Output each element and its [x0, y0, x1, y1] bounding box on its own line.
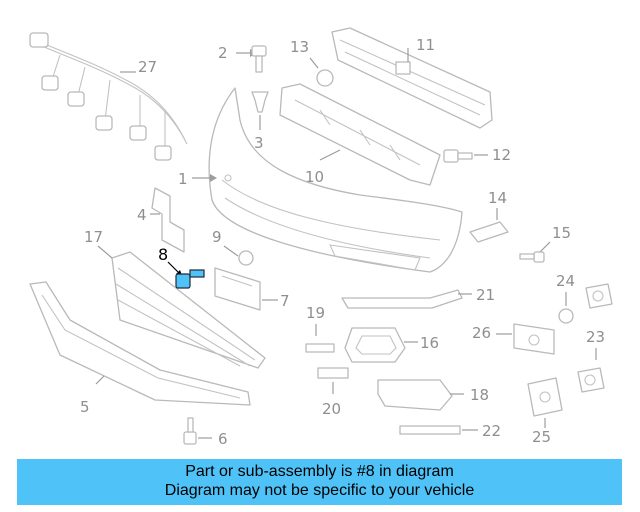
part-8-bolt-highlighted[interactable]: 8 — [158, 245, 205, 289]
part-10-air-guide[interactable]: 10 — [279, 83, 441, 186]
callout-26: 26 — [472, 324, 491, 342]
callout-6: 6 — [218, 430, 228, 448]
callout-12: 12 — [492, 146, 511, 164]
callout-11: 11 — [416, 36, 435, 54]
callout-5: 5 — [80, 398, 90, 416]
part-23-parking-sensor[interactable]: 23 — [577, 283, 613, 393]
part-18-trim[interactable]: 18 — [377, 379, 489, 411]
callout-27: 27 — [138, 58, 157, 76]
part-9-clip[interactable]: 9 — [212, 228, 254, 266]
callout-7: 7 — [280, 292, 290, 310]
callout-8: 8 — [158, 245, 168, 264]
callout-16: 16 — [420, 334, 439, 352]
part-6-bolt[interactable]: 6 — [183, 417, 228, 448]
part-19-mount[interactable]: 19 — [305, 304, 335, 353]
part-15-bolt[interactable]: 15 — [519, 224, 571, 263]
callout-25: 25 — [532, 428, 551, 446]
callout-18: 18 — [470, 386, 489, 404]
parts-diagram: 27 2 3 13 11 10 12 — [29, 27, 613, 448]
info-banner: Part or sub-assembly is #8 in diagram Di… — [17, 459, 622, 505]
callout-10: 10 — [305, 168, 324, 186]
part-24-clip[interactable]: 24 — [556, 272, 575, 324]
callout-14: 14 — [488, 189, 507, 207]
callout-20: 20 — [322, 400, 341, 418]
callout-4: 4 — [137, 206, 147, 224]
callout-9: 9 — [212, 228, 222, 246]
part-17-grille[interactable]: 17 — [84, 228, 266, 369]
part-5-lower-spoiler[interactable]: 5 — [29, 281, 251, 416]
callout-13: 13 — [290, 38, 309, 56]
part-26-sensor-bracket[interactable]: 26 — [472, 323, 555, 355]
callout-22: 22 — [482, 422, 501, 440]
part-3-clip[interactable]: 3 — [251, 91, 269, 152]
callout-15: 15 — [552, 224, 571, 242]
part-27-wiring-harness[interactable]: 27 — [29, 32, 188, 161]
callout-19: 19 — [306, 304, 325, 322]
part-14-trim[interactable]: 14 — [469, 189, 509, 243]
part-1-bumper-cover[interactable]: 1 — [178, 87, 463, 273]
part-22-strip[interactable]: 22 — [399, 422, 501, 440]
part-7-license-bracket[interactable]: 7 — [214, 267, 290, 311]
callout-24: 24 — [556, 272, 575, 290]
part-25-bracket[interactable]: 25 — [527, 377, 563, 446]
banner-line-1: Part or sub-assembly is #8 in diagram — [185, 463, 454, 480]
banner-line-2: Diagram may not be specific to your vehi… — [164, 482, 475, 499]
part-12-bolt[interactable]: 12 — [443, 146, 511, 164]
part-16-bezel[interactable]: 16 — [344, 327, 439, 363]
part-20-mount[interactable]: 20 — [317, 367, 349, 418]
callout-21: 21 — [476, 286, 495, 304]
callout-1: 1 — [178, 170, 188, 188]
callout-3: 3 — [254, 134, 264, 152]
callout-2: 2 — [218, 44, 228, 62]
part-4-bracket[interactable]: 4 — [137, 187, 185, 253]
part-2-bolt[interactable]: 2 — [218, 44, 267, 73]
part-21-trim[interactable]: 21 — [341, 286, 495, 309]
part-11-absorber[interactable]: 11 — [331, 27, 493, 129]
callout-17: 17 — [84, 228, 103, 246]
callout-23: 23 — [586, 328, 605, 346]
part-13-nut[interactable]: 13 — [290, 38, 334, 87]
